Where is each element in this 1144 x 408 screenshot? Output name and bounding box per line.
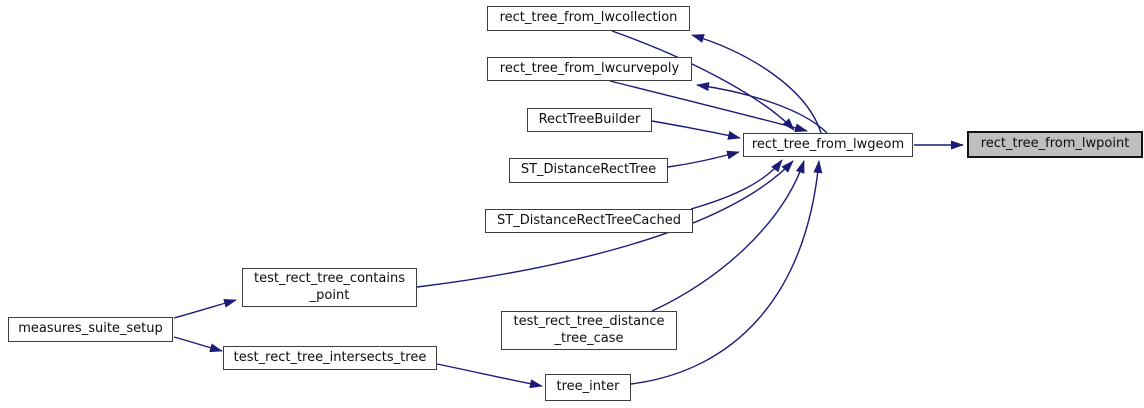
edge-rect-tree-from-lwcurvepoly-to-rect-tree-from-lwgeom: [609, 80, 808, 133]
graph-node-st-distance-rect-tree-cached[interactable]: ST_DistanceRectTreeCached: [485, 209, 693, 233]
edge-test-rect-tree-contains-point-to-rect-tree-from-lwgeom: [416, 160, 794, 288]
node-label: rect_tree_from_lwcurvepoly: [499, 60, 680, 76]
graph-node-rect-tree-from-lwgeom[interactable]: rect_tree_from_lwgeom: [743, 133, 913, 157]
edge-tree-inter-to-rect-tree-from-lwgeom: [630, 160, 823, 385]
graph-node-rect-tree-from-lwcollection[interactable]: rect_tree_from_lwcollection: [487, 6, 690, 31]
node-label: _tree_case: [554, 330, 624, 346]
graph-node-measures-suite-setup[interactable]: measures_suite_setup: [8, 317, 173, 342]
node-label: test_rect_tree_distance: [513, 313, 665, 329]
graph-node-tree-inter[interactable]: tree_inter: [545, 374, 631, 401]
edge-rect-tree-builder-to-rect-tree-from-lwgeom: [651, 120, 741, 140]
node-label: ST_DistanceRectTreeCached: [497, 212, 681, 228]
edge-measures-suite-setup-to-test-rect-tree-intersects-tree: [173, 336, 223, 353]
edge-st-distance-rect-tree-to-rect-tree-from-lwgeom: [667, 150, 740, 168]
graph-node-st-distance-rect-tree[interactable]: ST_DistanceRectTree: [509, 158, 668, 183]
graph-node-rect-tree-from-lwcurvepoly[interactable]: rect_tree_from_lwcurvepoly: [487, 57, 692, 81]
graph-node-rect-tree-from-lwpoint: rect_tree_from_lwpoint: [967, 131, 1143, 158]
edge-measures-suite-setup-to-test-rect-tree-contains-point: [173, 298, 237, 319]
edge-rect-tree-from-lwgeom-to-rect-tree-from-lwcurvepoly: [696, 82, 828, 134]
node-label: test_rect_tree_contains: [254, 270, 405, 286]
graph-node-test-rect-tree-distance-tree-case[interactable]: test_rect_tree_distance_tree_case: [501, 311, 677, 350]
graph-node-test-rect-tree-contains-point[interactable]: test_rect_tree_contains_point: [242, 268, 417, 307]
node-label: test_rect_tree_intersects_tree: [233, 349, 427, 365]
node-label: rect_tree_from_lwpoint: [980, 136, 1130, 152]
node-label: rect_tree_from_lwcollection: [499, 10, 678, 26]
node-label: tree_inter: [556, 379, 620, 395]
edge-test-rect-tree-intersects-tree-to-tree-inter: [436, 363, 543, 389]
node-label: measures_suite_setup: [18, 321, 163, 337]
graph-node-rect-tree-builder[interactable]: RectTreeBuilder: [527, 108, 652, 132]
edge-test-rect-tree-distance-tree-case-to-rect-tree-from-lwgeom: [651, 160, 805, 312]
node-label: _point: [309, 287, 350, 303]
edge-st-distance-rect-tree-cached-to-rect-tree-from-lwgeom: [690, 159, 783, 210]
edge-rect-tree-from-lwcollection-to-rect-tree-from-lwgeom: [611, 30, 795, 131]
node-label: RectTreeBuilder: [538, 111, 641, 127]
node-label: ST_DistanceRectTree: [520, 162, 657, 178]
edge-rect-tree-from-lwgeom-to-rect-tree-from-lwcollection: [691, 34, 822, 134]
graph-node-test-rect-tree-intersects-tree[interactable]: test_rect_tree_intersects_tree: [223, 346, 437, 370]
node-label: rect_tree_from_lwgeom: [751, 136, 905, 152]
